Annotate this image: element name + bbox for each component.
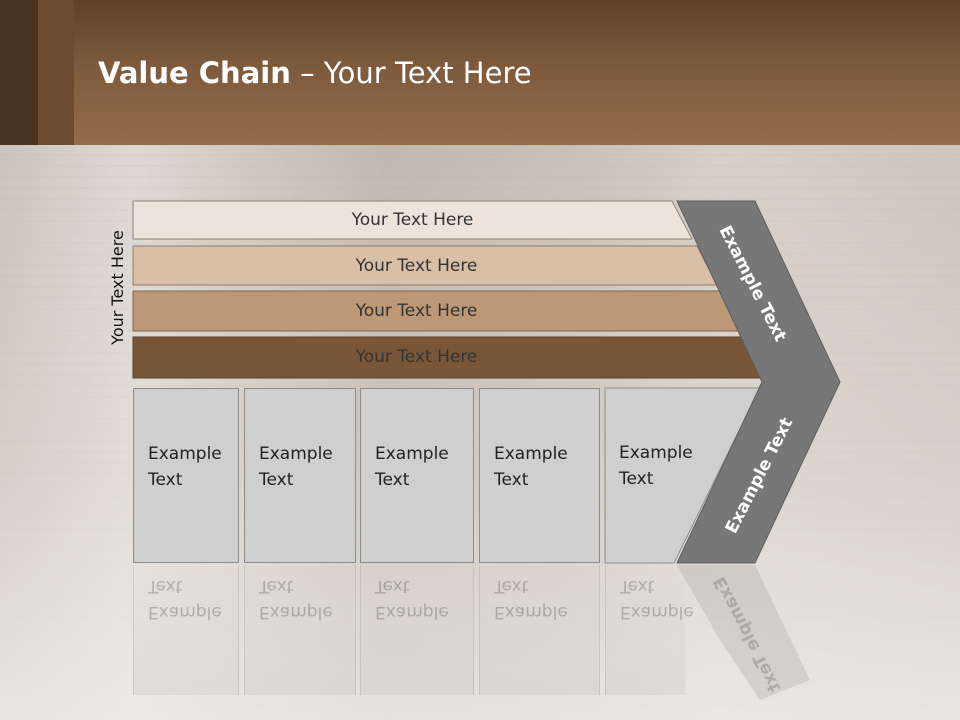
band-1-label: Your Text Here xyxy=(351,210,474,230)
side-label-text: Your Text Here xyxy=(107,229,127,345)
box-3-line1: Example xyxy=(375,444,449,464)
box-5-line1: Example xyxy=(619,443,693,463)
band-1: Your Text Here xyxy=(133,201,692,239)
box-4-line2: Text xyxy=(494,470,529,490)
band-shape-1 xyxy=(132,200,693,240)
box-1-line1: Example xyxy=(148,444,222,464)
title-bold: Value Chain xyxy=(98,56,291,90)
box-3-line2: Text xyxy=(375,470,410,490)
box-5-line2: Text xyxy=(619,469,654,489)
header-accent-dark xyxy=(0,0,38,145)
box-2-line2: Text xyxy=(259,470,294,490)
box-2-line1: Example xyxy=(259,444,333,464)
header-bar: Value Chain – Your Text Here xyxy=(0,0,960,145)
box-5-shape xyxy=(604,387,761,564)
band-3: Your Text Here xyxy=(133,292,700,330)
chevron-arrow xyxy=(676,200,841,564)
side-label: Your Text Here xyxy=(87,222,147,352)
band-2: Your Text Here xyxy=(133,247,700,285)
box-1-line2: Text xyxy=(148,470,183,490)
band-3-label: Your Text Here xyxy=(355,301,478,321)
band-2-label: Your Text Here xyxy=(355,256,478,276)
box-4-line1: Example xyxy=(494,444,568,464)
chevron-reflection xyxy=(677,565,810,700)
band-4: Your Text Here xyxy=(133,338,700,376)
slide-title: Value Chain – Your Text Here xyxy=(98,56,532,90)
title-rest: – Your Text Here xyxy=(290,56,532,90)
band-4-label: Your Text Here xyxy=(355,347,478,367)
header-accent-mid xyxy=(38,0,74,145)
